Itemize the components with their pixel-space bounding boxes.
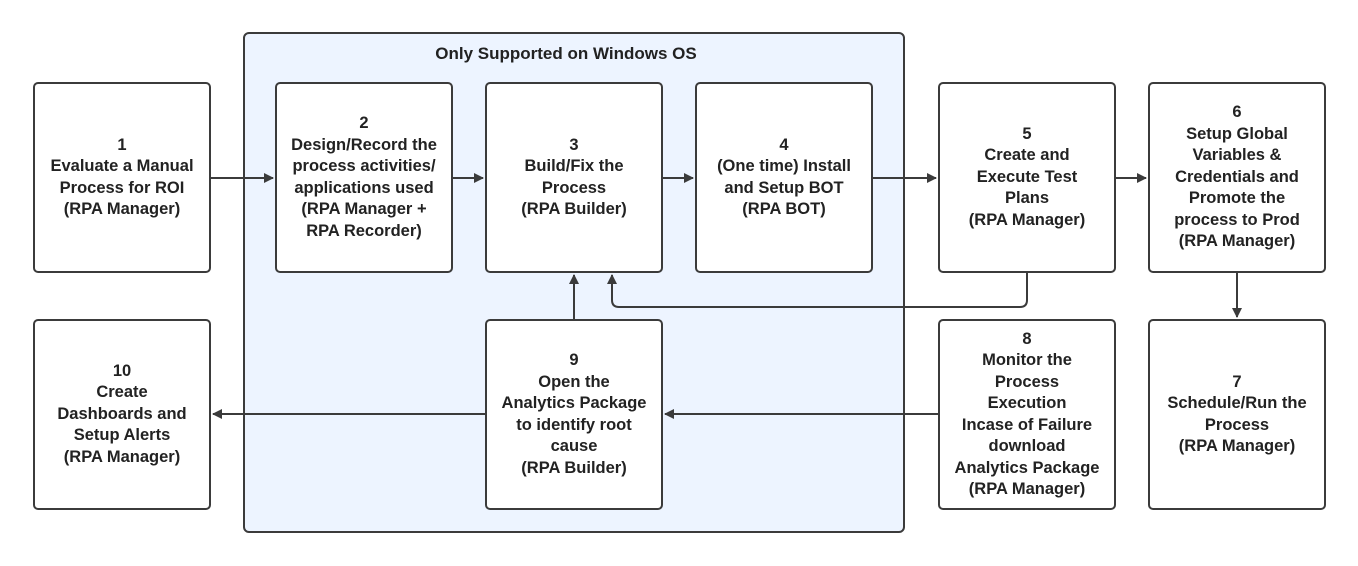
- step-10-number: 10: [112, 361, 132, 380]
- step-6-text-line: (RPA Manager): [1178, 232, 1296, 251]
- region-title: Only Supported on Windows OS: [435, 44, 697, 63]
- step-1-text-line: Process for ROI: [59, 178, 185, 197]
- step-8-text-line: Incase of Failure: [961, 415, 1093, 434]
- step-4-number: 4: [779, 135, 789, 154]
- step-1-number: 1: [117, 135, 127, 154]
- step-6-text-line: process to Prod: [1174, 210, 1300, 229]
- step-1-text-line: (RPA Manager): [63, 200, 181, 218]
- step-3-text-line: (RPA Builder): [521, 200, 627, 218]
- step-4-box: 4 (One time) Install and Setup BOT (RPA BOT…: [695, 82, 873, 273]
- step-7-text-line: Process: [1204, 415, 1270, 434]
- step-2-text-line: process activities/: [292, 157, 436, 175]
- step-1-text-line: Evaluate a Manual: [50, 157, 194, 175]
- step-4-text-line: and Setup BOT: [724, 178, 844, 197]
- step-6-text-line: Credentials and: [1175, 167, 1299, 186]
- step-10-text-line: Create: [96, 383, 148, 402]
- step-2-text-line: (RPA Manager +: [301, 200, 427, 218]
- step-5-text-line: Create and: [984, 146, 1070, 165]
- step-8-text-line: download: [988, 437, 1066, 455]
- step-8-text-line: (RPA Manager): [968, 480, 1086, 498]
- step-7-text-line: Schedule/Run the: [1167, 394, 1307, 412]
- step-9-number: 9: [569, 351, 579, 369]
- step-10-text-line: Dashboards and: [57, 404, 187, 423]
- step-8-number: 8: [1022, 329, 1032, 348]
- step-3-text-line: Process: [541, 178, 607, 197]
- step-7-text-line: (RPA Manager): [1178, 437, 1296, 455]
- step-2-text-line: applications used: [294, 178, 434, 197]
- step-8-text-line: Analytics Package: [954, 458, 1100, 477]
- step-4-text-line: (RPA BOT): [742, 200, 826, 218]
- step-9-text-line: to identify root: [516, 415, 632, 434]
- step-5-text-line: Plans: [1004, 189, 1050, 208]
- step-5-number: 5: [1022, 124, 1032, 143]
- step-10-text-line: (RPA Manager): [63, 447, 181, 466]
- step-6-text-line: Promote the: [1188, 189, 1286, 208]
- step-8-text-line: Execution: [987, 394, 1067, 412]
- step-5-text-line: (RPA Manager): [968, 210, 1086, 229]
- step-9-text-line: (RPA Builder): [521, 458, 627, 477]
- step-6-text-line: Setup Global: [1186, 124, 1288, 143]
- step-6-text-line: Variables &: [1192, 146, 1282, 165]
- step-5-text-line: Execute Test: [976, 167, 1078, 186]
- step-10-text-line: Setup Alerts: [73, 426, 171, 445]
- step-8-text-line: Monitor the: [982, 351, 1072, 369]
- step-3-text-line: Build/Fix the: [524, 157, 624, 175]
- step-9-text-line: cause: [550, 437, 598, 455]
- step-2-number: 2: [359, 114, 369, 132]
- step-3-number: 3: [569, 135, 579, 154]
- step-9-text-line: Open the: [538, 372, 610, 391]
- step-6-number: 6: [1232, 103, 1242, 122]
- step-9-text-line: Analytics Package: [501, 394, 647, 412]
- step-7-number: 7: [1232, 372, 1242, 391]
- step-2-text-line: RPA Recorder): [306, 221, 422, 240]
- step-2-text-line: Design/Record the: [291, 135, 437, 154]
- step-8-text-line: Process: [994, 372, 1060, 391]
- step-4-text-line: (One time) Install: [717, 157, 851, 175]
